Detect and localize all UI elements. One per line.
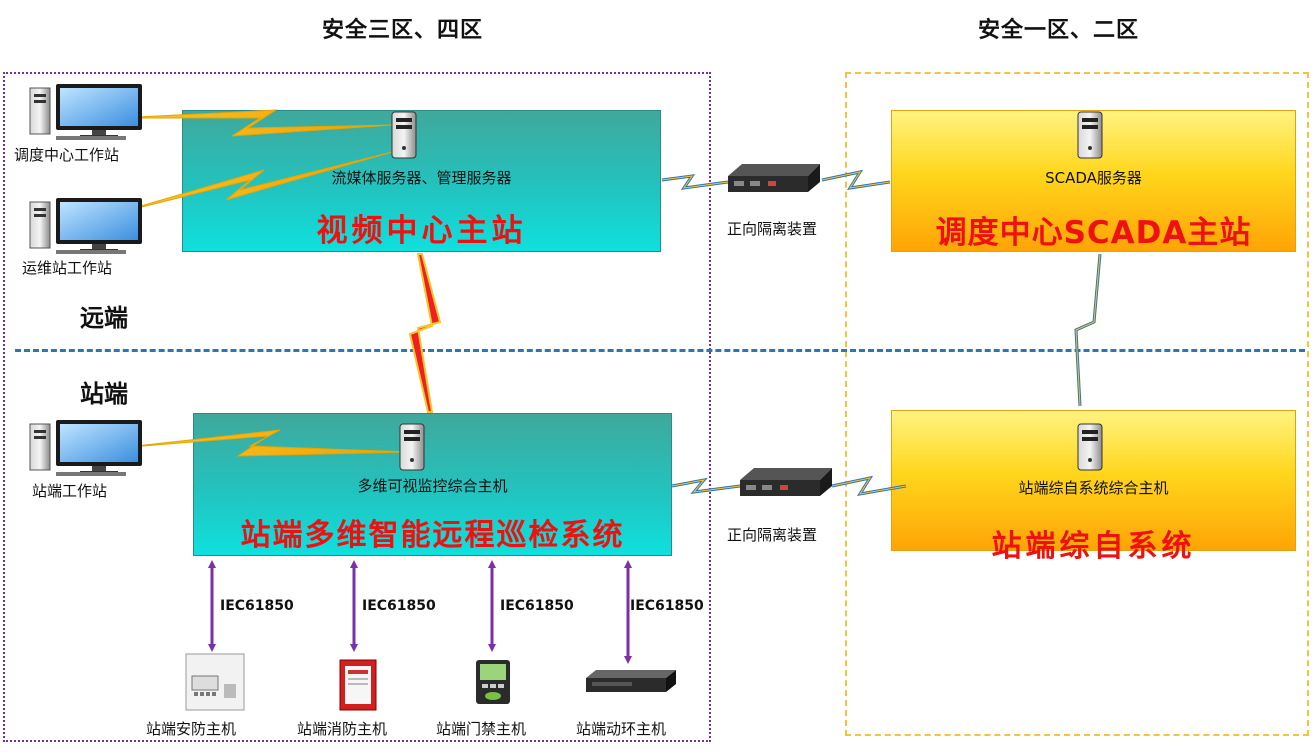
fire-panel-icon	[339, 659, 377, 711]
access-control-icon	[476, 660, 510, 704]
station-auto-title: 站端综自系统	[991, 529, 1196, 564]
patrol-system-box[interactable]: 多维可视监控综合主机 站端多维智能远程巡检系统	[193, 413, 672, 556]
iec-label: IEC61850	[220, 598, 294, 614]
video-master-box[interactable]: 流媒体服务器、管理服务器 视频中心主站	[182, 110, 661, 252]
link-ops-ws	[109, 151, 393, 216]
iec-label: IEC61850	[500, 598, 574, 614]
station-ws-label: 站端工作站	[32, 482, 108, 500]
rack-server-icon	[586, 670, 676, 692]
ops-ws-label: 运维站工作站	[22, 259, 113, 277]
zone-boundary-right	[845, 72, 1309, 736]
link-scada-station	[1074, 253, 1102, 407]
iec-label: IEC61850	[362, 598, 436, 614]
patrol-host-label: 多维可视监控综合主机	[357, 477, 508, 495]
remote-label: 远端	[80, 304, 128, 332]
server-icon	[1077, 111, 1103, 159]
isolation-device-icon	[728, 164, 820, 192]
security-panel-icon	[185, 653, 245, 711]
isolation-label-bottom: 正向隔离装置	[727, 526, 818, 544]
video-master-title: 视频中心主站	[316, 213, 527, 249]
remote-station-divider	[15, 349, 1305, 352]
zone-boundary-left	[3, 72, 711, 742]
server-icon	[399, 423, 425, 471]
scada-master-title: 调度中心SCADA主站	[935, 215, 1252, 251]
device-label-security: 站端安防主机	[146, 720, 237, 738]
server-icon	[391, 111, 417, 159]
station-auto-host-label: 站端综自系统综合主机	[1018, 479, 1169, 497]
zone-title-right: 安全一区、二区	[978, 18, 1140, 43]
video-server-label: 流媒体服务器、管理服务器	[331, 169, 512, 187]
workstation-icon	[29, 84, 142, 140]
isolation-device-icon	[740, 468, 832, 496]
link-dispatch-ws	[117, 109, 393, 137]
link-iso-scada	[821, 169, 891, 190]
device-label-fire: 站端消防主机	[297, 720, 388, 738]
scada-server-label: SCADA服务器	[1045, 169, 1142, 187]
isolation-label-top: 正向隔离装置	[727, 220, 818, 238]
link-video-patrol	[408, 253, 442, 413]
server-icon	[1077, 423, 1103, 471]
link-station-ws	[117, 429, 411, 457]
zone-title-left: 安全三区、四区	[322, 18, 484, 43]
iec-label: IEC61850	[630, 598, 704, 614]
patrol-system-title: 站端多维智能远程巡检系统	[240, 518, 625, 553]
dispatch-ws-label: 调度中心工作站	[14, 146, 120, 164]
device-label-access: 站端门禁主机	[436, 720, 527, 738]
station-label: 站端	[80, 380, 128, 408]
workstation-icon	[29, 198, 142, 254]
device-label-env: 站端动环主机	[576, 720, 667, 738]
workstation-icon	[29, 420, 142, 476]
